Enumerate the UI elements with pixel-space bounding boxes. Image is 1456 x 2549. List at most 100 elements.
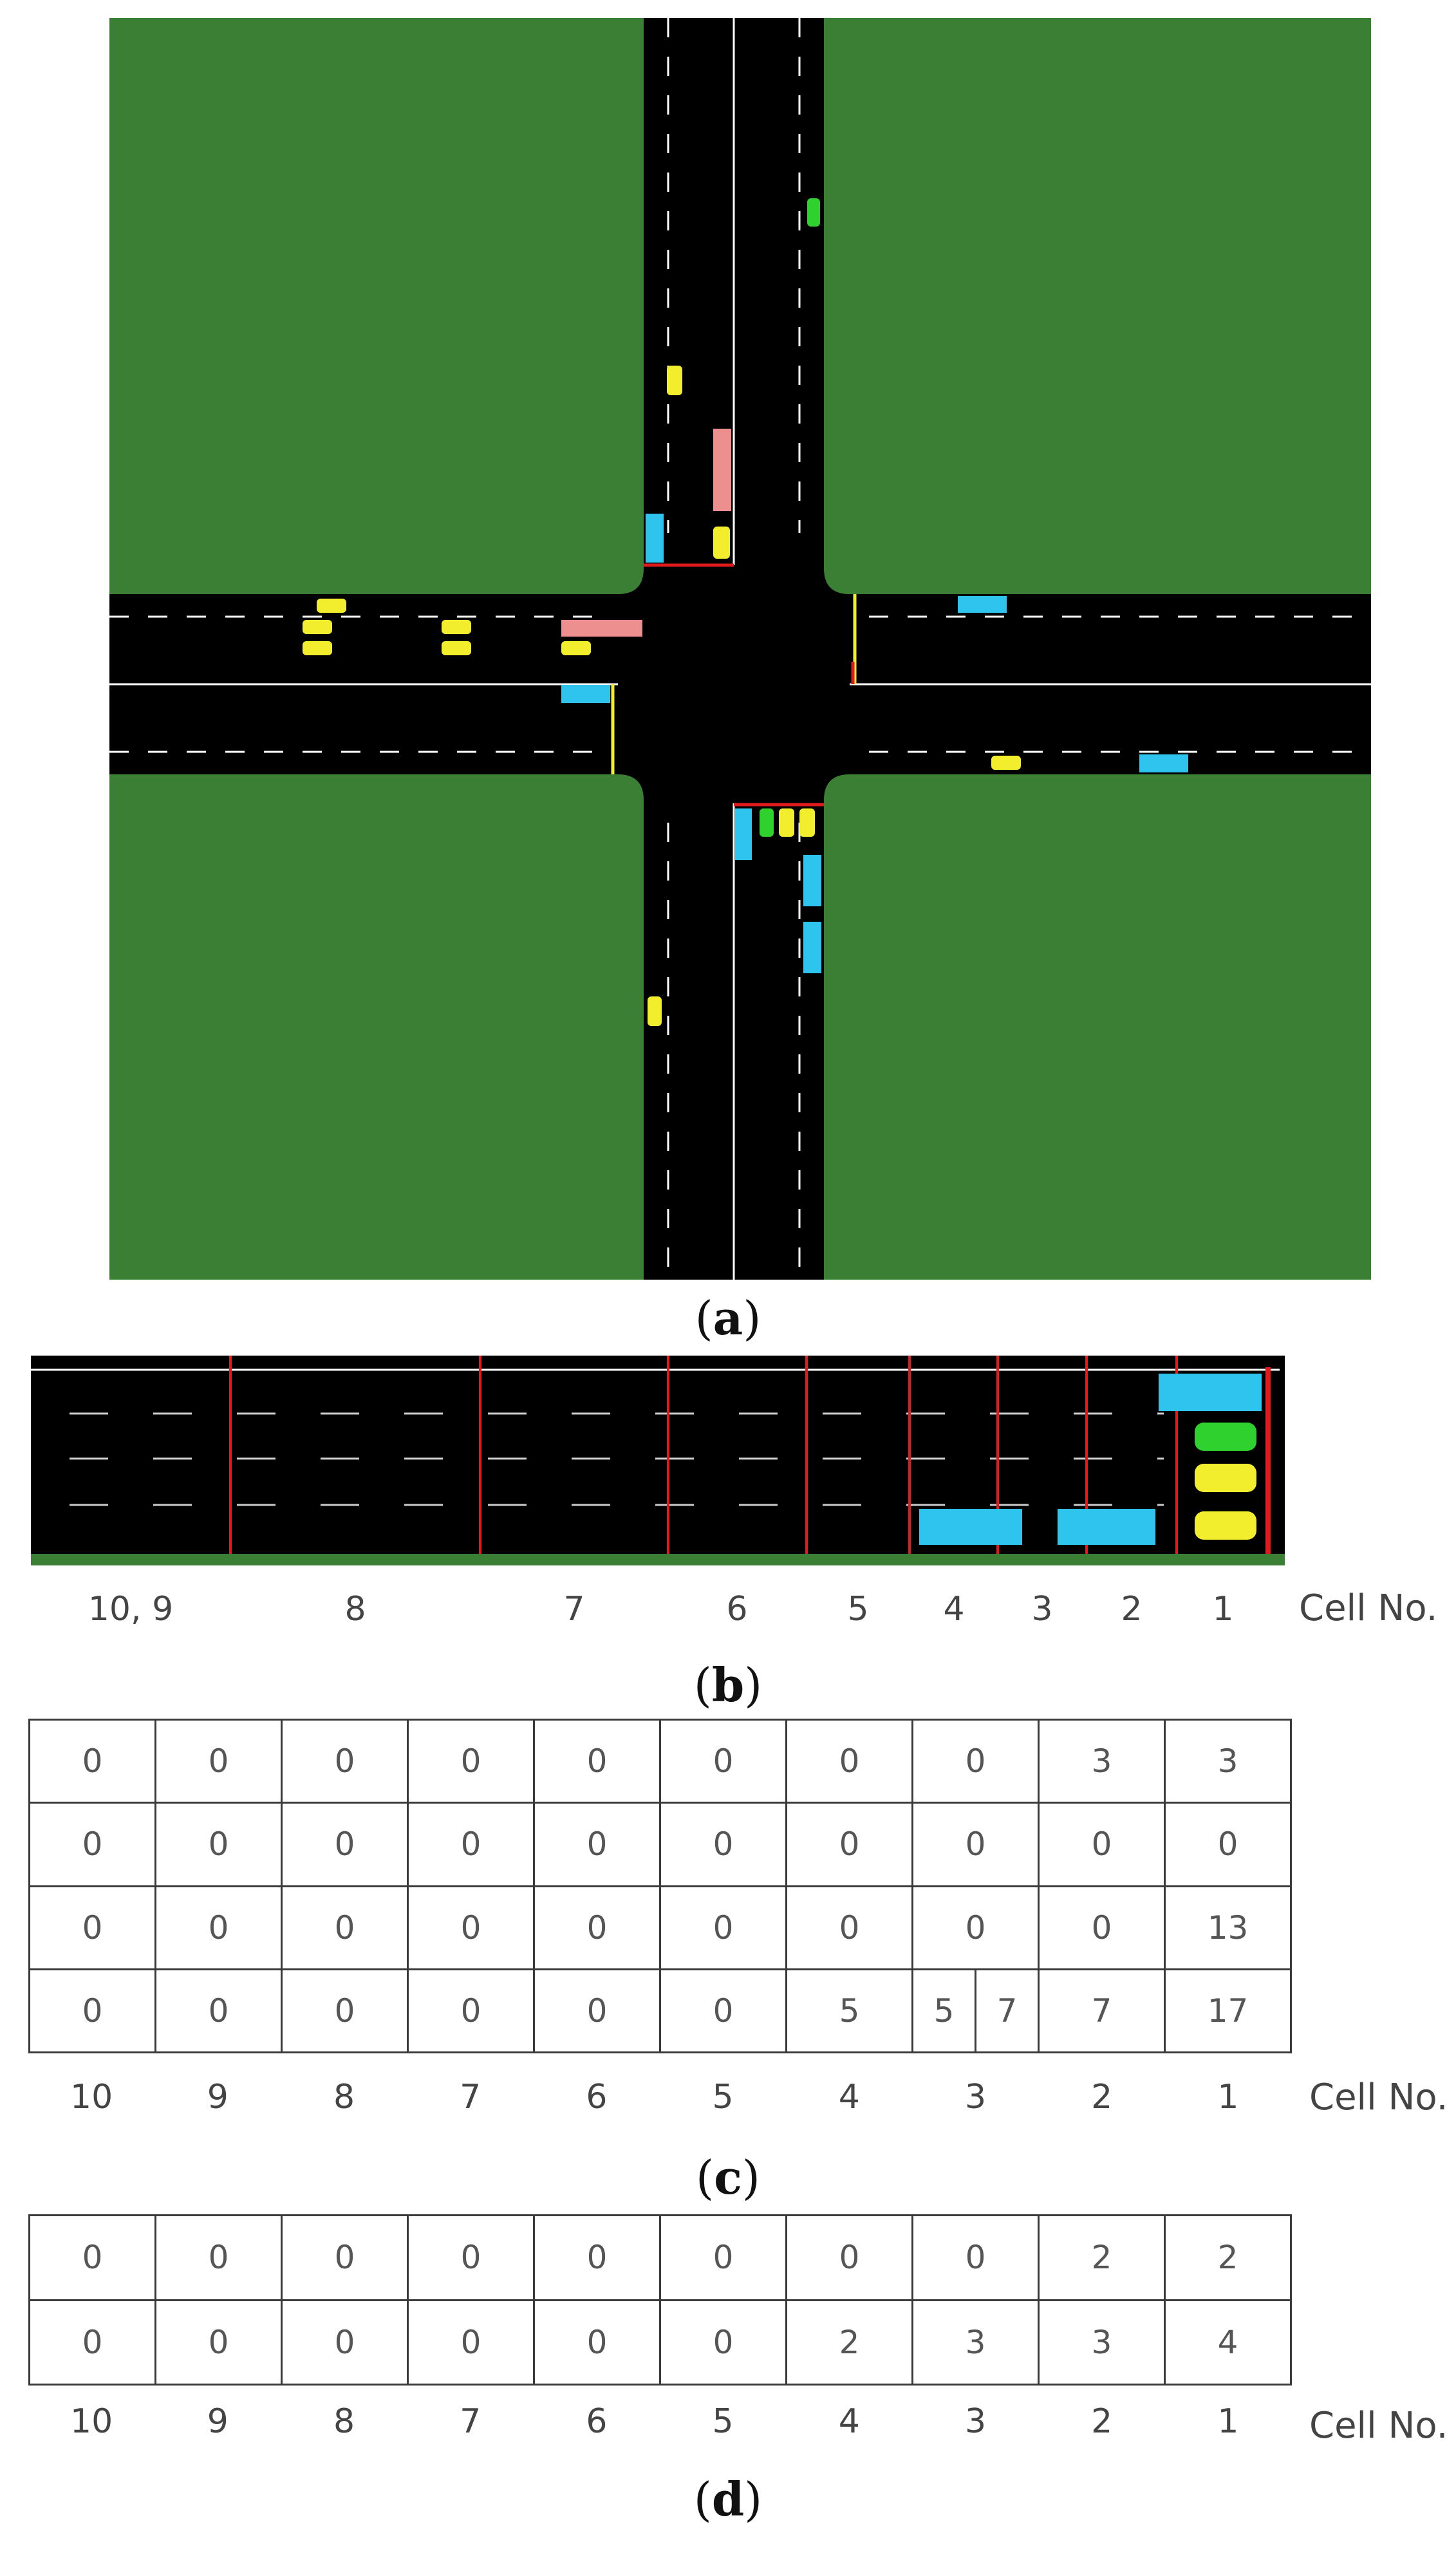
- bus-cyan: [561, 685, 610, 703]
- table-cell: 0: [785, 1718, 913, 1804]
- cell-dividers: [229, 1356, 1178, 1554]
- cell-number: 1: [1217, 2402, 1239, 2441]
- table-cell: 0: [785, 2214, 913, 2301]
- cell-number: 10: [70, 2402, 113, 2441]
- car-yellow: [779, 808, 794, 837]
- table-cell: 0: [407, 2299, 535, 2386]
- car-yellow: [317, 599, 346, 613]
- caption-c: (c): [695, 2150, 761, 2205]
- car-yellow: [991, 756, 1021, 770]
- table-cell: 3: [1164, 1718, 1292, 1804]
- table-cell: 0: [407, 1885, 535, 1970]
- car-yellow: [303, 620, 332, 634]
- bus-cyan: [919, 1509, 1022, 1545]
- cell-label: 4: [943, 1590, 965, 1629]
- table-cell: 0: [281, 1802, 409, 1887]
- corner-se: [824, 774, 850, 800]
- cell-number: 5: [712, 2078, 734, 2116]
- corner-sw: [618, 774, 644, 800]
- car-green: [807, 198, 820, 227]
- panel-b-cell-labels: 10, 9 8 7 6 5 4 3 2 1: [31, 1590, 1285, 1629]
- table-cell: 0: [533, 2214, 661, 2301]
- car-yellow: [667, 366, 682, 395]
- table-cell: 0: [281, 1885, 409, 1970]
- table-cell: 0: [533, 2299, 661, 2386]
- cell-number: 2: [1091, 2402, 1113, 2441]
- bus-cyan: [1159, 1374, 1262, 1411]
- table-cell: 0: [407, 1718, 535, 1804]
- cell-number: 3: [964, 2402, 987, 2441]
- table-cell: 0: [533, 1885, 661, 1970]
- cell-label: 6: [726, 1590, 748, 1629]
- corner-ne: [824, 568, 850, 594]
- bus-cyan: [1058, 1509, 1155, 1545]
- car-yellow: [303, 641, 332, 655]
- table-cell: 0: [659, 2214, 787, 2301]
- car-green: [1195, 1423, 1256, 1451]
- table-cell: 0: [28, 2299, 156, 2386]
- cell-label: 5: [847, 1590, 869, 1629]
- caption-a: (a): [695, 1291, 761, 1345]
- table-cell: 3: [1038, 2299, 1166, 2386]
- cell-number: 7: [460, 2078, 481, 2116]
- cell-number: 8: [333, 2078, 355, 2116]
- car-yellow: [648, 996, 662, 1026]
- table-cell: 0: [154, 1718, 283, 1804]
- cell-number: 4: [838, 2078, 860, 2116]
- cell-number: 8: [333, 2402, 355, 2441]
- bus-pink: [713, 429, 731, 511]
- table-cell: 0: [659, 1718, 787, 1804]
- table-cell: 0: [911, 1885, 1040, 1970]
- table-cell: 0: [659, 1968, 787, 2054]
- car-yellow: [1195, 1511, 1256, 1540]
- table-cell: 0: [28, 2214, 156, 2301]
- table-cell: 0: [154, 1968, 283, 2054]
- cell-label: 1: [1212, 1590, 1234, 1629]
- table-cell: 0: [1164, 1802, 1292, 1887]
- car-yellow: [561, 641, 591, 655]
- bus-cyan: [735, 808, 752, 860]
- cell-label: 8: [344, 1590, 366, 1629]
- cell-number: 10: [70, 2078, 113, 2116]
- panel-c-cell-no-label: Cell No.: [1309, 2077, 1448, 2118]
- table-cell: 0: [28, 1718, 156, 1804]
- car-yellow: [713, 527, 730, 559]
- bus-cyan: [958, 596, 1007, 613]
- intersection-diagram: [109, 18, 1371, 1280]
- cell-label: 3: [1031, 1590, 1053, 1629]
- table-cell: 5: [785, 1968, 913, 2054]
- caption-b: (b): [693, 1657, 763, 1712]
- car-yellow: [1195, 1464, 1256, 1492]
- table-cell: 0: [911, 2214, 1040, 2301]
- bus-cyan: [803, 855, 821, 906]
- cell-number: 7: [460, 2402, 481, 2441]
- cell-number: 9: [207, 2402, 229, 2441]
- corner-nw: [618, 568, 644, 594]
- panel-b-cell-no-label: Cell No.: [1299, 1587, 1438, 1629]
- table-cell: 17: [1164, 1968, 1292, 2054]
- table-cell: 0: [659, 1802, 787, 1887]
- table-cell: 0: [154, 1885, 283, 1970]
- table-cell: 0: [281, 1968, 409, 2054]
- table-cell: 3: [911, 2299, 1040, 2386]
- table-cell: 0: [407, 1802, 535, 1887]
- car-green: [760, 808, 774, 837]
- table-cell: 0: [533, 1718, 661, 1804]
- table-cell: 0: [281, 2299, 409, 2386]
- table-cell: 13: [1164, 1885, 1292, 1970]
- table-cell: 2: [1038, 2214, 1166, 2301]
- table-cell: 0: [28, 1802, 156, 1887]
- car-yellow: [442, 641, 471, 655]
